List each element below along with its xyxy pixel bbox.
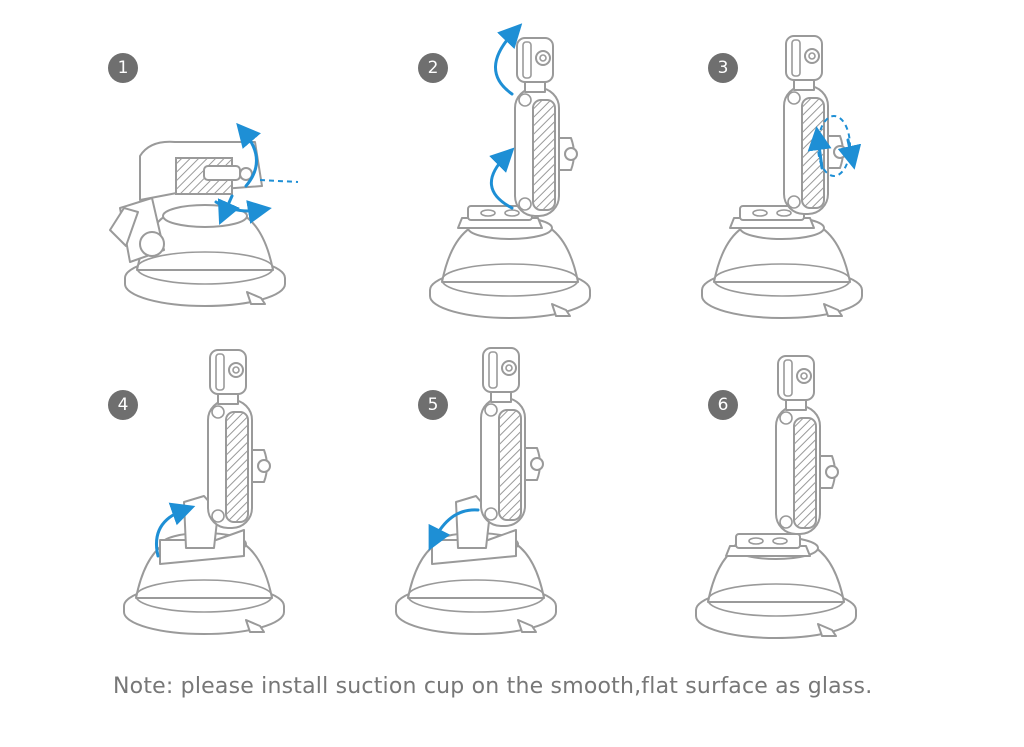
step-3-illustration bbox=[701, 36, 863, 319]
step-2-illustration bbox=[429, 23, 591, 319]
installation-note: Note: please install suction cup on the … bbox=[113, 674, 873, 699]
step-5-illustration bbox=[395, 348, 557, 635]
step-1-illustration bbox=[109, 122, 299, 307]
step-badge-6: 6 bbox=[708, 390, 738, 420]
step-badge-3: 3 bbox=[708, 53, 738, 83]
step-badge-2: 2 bbox=[418, 53, 448, 83]
step-badge-5: 5 bbox=[418, 390, 448, 420]
step-badge-4: 4 bbox=[108, 390, 138, 420]
step-4-illustration bbox=[123, 350, 285, 635]
step-badge-1: 1 bbox=[108, 53, 138, 83]
